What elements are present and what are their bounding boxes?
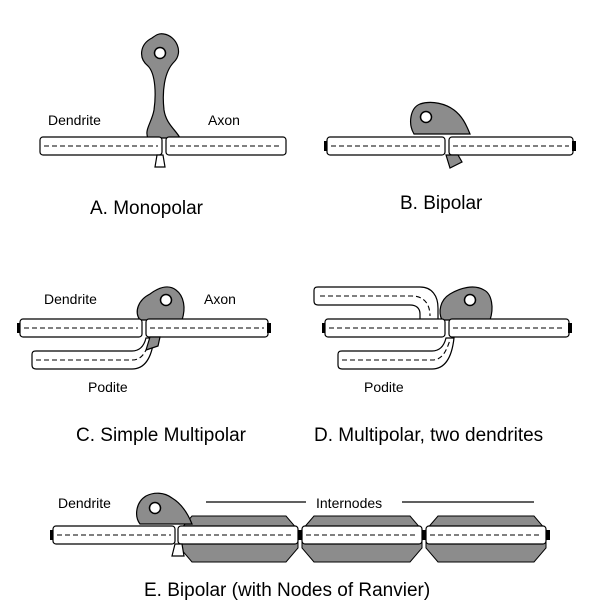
panel-b-right-end bbox=[572, 141, 576, 151]
panel-e-dendrite-label: Dendrite bbox=[58, 495, 111, 511]
panel-c-nucleus bbox=[159, 293, 173, 307]
panel-e-left-end bbox=[50, 530, 54, 540]
panel-c-podite-label: Podite bbox=[88, 379, 128, 395]
panel-c-caption: C. Simple Multipolar bbox=[76, 425, 247, 446]
panel-e-caption: E. Bipolar (with Nodes of Ranvier) bbox=[144, 580, 430, 601]
panel-c-simple-multipolar: Dendrite Axon Podite C. Simple Multipola… bbox=[17, 286, 271, 446]
panel-b-soma-stub bbox=[445, 154, 463, 169]
panel-d-podite-tube bbox=[337, 337, 455, 370]
panel-b-bipolar: B. Bipolar bbox=[324, 101, 576, 214]
panel-e-right-end bbox=[546, 530, 550, 540]
panel-c-right-end bbox=[267, 323, 271, 333]
panel-a-caption: A. Monopolar bbox=[90, 198, 204, 219]
panel-e-soma bbox=[136, 492, 193, 525]
panel-b-nucleus bbox=[419, 110, 433, 124]
panel-c-soma bbox=[136, 286, 185, 321]
panel-e-node-2 bbox=[422, 530, 426, 540]
panel-a-nucleus bbox=[153, 46, 167, 60]
panel-c-podite-tube bbox=[31, 337, 155, 370]
panel-c-dendrite-label: Dendrite bbox=[44, 291, 97, 307]
panel-d-right-end bbox=[568, 323, 572, 333]
panel-a-soma-stub bbox=[154, 154, 166, 168]
panel-b-soma bbox=[410, 101, 471, 135]
panel-c-soma-lower bbox=[145, 336, 161, 351]
panel-b-caption: B. Bipolar bbox=[400, 193, 483, 214]
panel-d-multipolar-two-dendrites: Podite D. Multipolar, two dendrites bbox=[313, 286, 572, 446]
panel-d-left-end bbox=[322, 323, 326, 333]
panel-e-soma-stub bbox=[171, 543, 185, 557]
panel-d-podite-label: Podite bbox=[364, 379, 404, 395]
panel-b-left-end bbox=[324, 141, 328, 151]
panel-a-axon-label: Axon bbox=[208, 112, 240, 128]
panel-e-nucleus bbox=[148, 501, 162, 515]
panel-a-monopolar: Dendrite Axon A. Monopolar bbox=[39, 33, 287, 219]
panel-a-dendrite-label: Dendrite bbox=[48, 112, 101, 128]
panel-d-upper-dendrite-core bbox=[320, 295, 431, 317]
panel-e-internodes-label: Internodes bbox=[316, 495, 382, 511]
panel-d-podite-core bbox=[342, 339, 451, 361]
panel-b-dendrite-tube bbox=[326, 136, 446, 156]
panel-d-caption: D. Multipolar, two dendrites bbox=[314, 425, 543, 446]
panel-d-nucleus bbox=[463, 293, 477, 307]
panel-e-node-1 bbox=[298, 530, 302, 540]
panel-c-left-end bbox=[17, 323, 21, 333]
panel-d-upper-dendrite bbox=[313, 286, 439, 321]
panel-a-soma bbox=[141, 33, 181, 139]
panel-c-axon-label: Axon bbox=[204, 291, 236, 307]
panel-e-bipolar-nodes-of-ranvier: Internodes Dendrite E. Bipolar (with Nod… bbox=[50, 492, 550, 601]
